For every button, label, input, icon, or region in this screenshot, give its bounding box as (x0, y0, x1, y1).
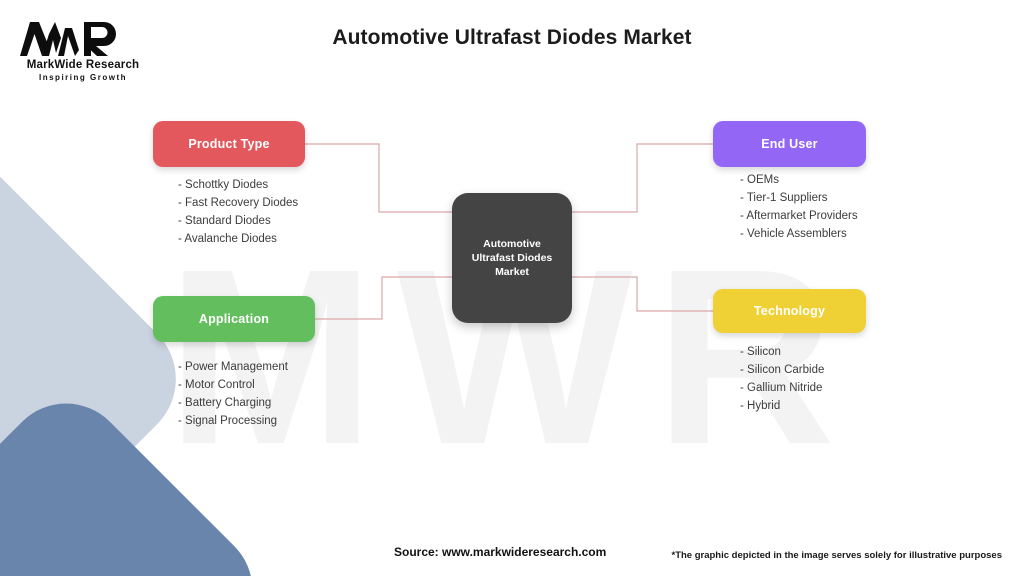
branch-list-technology: - Silicon - Silicon Carbide - Gallium Ni… (740, 343, 824, 415)
branch-node-application[interactable]: Application (153, 296, 315, 342)
list-item: - Signal Processing (178, 415, 278, 427)
list-item: - Hybrid (740, 400, 781, 412)
logo-tagline: Inspiring Growth (39, 73, 127, 82)
source-label: Source: www.markwideresearch.com (394, 545, 607, 559)
list-item: - Silicon Carbide (740, 364, 825, 376)
connector-product-type (305, 143, 452, 213)
list-item: - Avalanche Diodes (178, 233, 277, 245)
list-item: - Battery Charging (178, 397, 272, 409)
branch-node-end-user[interactable]: End User (713, 121, 866, 167)
branch-node-product-type[interactable]: Product Type (153, 121, 305, 167)
branch-list-application: - Power Management - Motor Control - Bat… (178, 358, 288, 430)
branch-node-technology[interactable]: Technology (713, 289, 866, 333)
list-item: - Gallium Nitride (740, 382, 823, 394)
branch-label-product-type: Product Type (188, 137, 270, 151)
disclaimer-label: *The graphic depicted in the image serve… (671, 550, 1003, 561)
list-item: - Power Management (178, 361, 288, 373)
center-node[interactable]: Automotive Ultrafast Diodes Market (452, 193, 572, 323)
list-item: - Fast Recovery Diodes (178, 197, 299, 209)
list-item: - Silicon (740, 346, 781, 358)
list-item: - Motor Control (178, 379, 255, 391)
branch-label-end-user: End User (761, 137, 818, 151)
mwr-logo-icon (20, 22, 116, 56)
brand-logo: MarkWide Research Inspiring Growth (18, 20, 148, 82)
center-node-label: Automotive Ultrafast Diodes Market (471, 238, 553, 278)
list-item: - OEMs (740, 174, 779, 186)
list-item: - Tier-1 Suppliers (740, 192, 828, 204)
connector-application (315, 276, 452, 320)
branch-list-product-type: - Schottky Diodes - Fast Recovery Diodes… (178, 176, 298, 248)
page-title: Automotive Ultrafast Diodes Market (332, 26, 692, 49)
list-item: - Schottky Diodes (178, 179, 269, 191)
branch-label-application: Application (198, 312, 270, 326)
list-item: - Vehicle Assemblers (740, 228, 847, 240)
list-item: - Standard Diodes (178, 215, 271, 227)
logo-company-name: MarkWide Research (26, 59, 140, 71)
list-item: - Aftermarket Providers (740, 210, 858, 222)
branch-list-end-user: - OEMs - Tier-1 Suppliers - Aftermarket … (740, 171, 858, 243)
branch-label-technology: Technology (753, 304, 826, 318)
